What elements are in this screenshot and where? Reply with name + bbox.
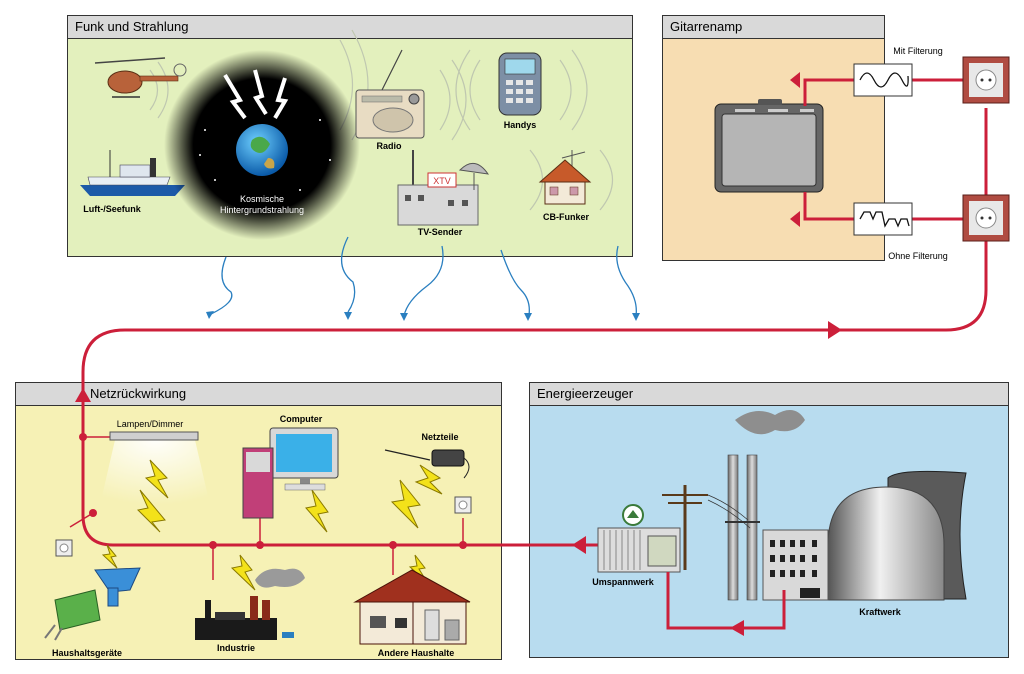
emission-arrowheads xyxy=(206,311,640,321)
small-outlet-right-icon xyxy=(454,496,472,514)
label-ohne-filterung: Ohne Filterung xyxy=(888,251,948,261)
label-netzteile: Netzteile xyxy=(421,432,458,442)
energy-feed-line xyxy=(666,572,786,630)
computer-icon xyxy=(242,427,339,519)
arrowhead-amp-top xyxy=(790,72,800,88)
household-appliances-icon xyxy=(44,567,141,641)
interference-bolts xyxy=(101,459,443,591)
outlet-top-icon xyxy=(962,56,1010,104)
other-households-icon xyxy=(353,569,471,645)
label-cb-funker: CB-Funker xyxy=(543,212,589,222)
label-tv-sender: TV-Sender xyxy=(418,227,463,237)
helicopter-icon xyxy=(94,57,187,98)
label-hintergrundstrahlung: Hintergrundstrahlung xyxy=(220,205,304,215)
substation-icon xyxy=(597,485,751,573)
label-luft-seefunk: Luft-/Seefunk xyxy=(83,204,141,214)
arrowhead-upward xyxy=(75,388,91,402)
panel-title-energie: Energieerzeuger xyxy=(530,383,1008,406)
label-umspannwerk: Umspannwerk xyxy=(592,577,655,587)
label-industrie: Industrie xyxy=(217,643,255,653)
tv-sender-icon xyxy=(397,150,490,226)
outlet-bottom-icon xyxy=(962,194,1010,242)
label-kraftwerk: Kraftwerk xyxy=(859,607,902,617)
label-handys: Handys xyxy=(504,120,537,130)
panel-title-netz: Netzrückwirkung xyxy=(16,383,501,406)
arrowhead-feed xyxy=(730,620,744,636)
label-andere-haushalte: Andere Haushalte xyxy=(378,648,455,658)
industry-icon xyxy=(195,568,305,640)
label-radio: Radio xyxy=(376,141,402,151)
emission-arrows xyxy=(210,236,637,317)
ship-icon xyxy=(80,150,185,196)
panel-title-funk: Funk und Strahlung xyxy=(68,16,632,39)
cosmic-background-icon xyxy=(164,50,360,240)
filter-box-ohne xyxy=(853,202,913,236)
panel-title-gitarre: Gitarrenamp xyxy=(663,16,884,39)
label-haushaltsgeraete: Haushaltsgeräte xyxy=(52,648,122,658)
handy-icon xyxy=(498,52,542,116)
grid-power-line xyxy=(81,328,840,547)
small-outlet-left-icon xyxy=(55,539,73,557)
amp-power-lines xyxy=(803,78,988,332)
junction-dots xyxy=(79,433,467,549)
power-plant-icon xyxy=(725,410,967,601)
radio-icon xyxy=(355,49,425,139)
filter-box-mit xyxy=(853,63,913,97)
arrowhead-amp-bottom xyxy=(790,211,800,227)
label-mit-filterung: Mit Filterung xyxy=(893,46,943,56)
branch-lines xyxy=(69,436,464,580)
label-lampen-dimmer: Lampen/Dimmer xyxy=(117,419,184,429)
guitar-amp-icon xyxy=(714,99,824,193)
arrowhead-into-netz xyxy=(572,536,586,554)
tv-sign-label: XTV xyxy=(433,176,451,186)
cb-funker-house-icon xyxy=(538,150,592,205)
label-kosmische: Kosmische xyxy=(240,194,284,204)
label-computer: Computer xyxy=(280,414,323,424)
power-supply-icon xyxy=(384,449,470,479)
